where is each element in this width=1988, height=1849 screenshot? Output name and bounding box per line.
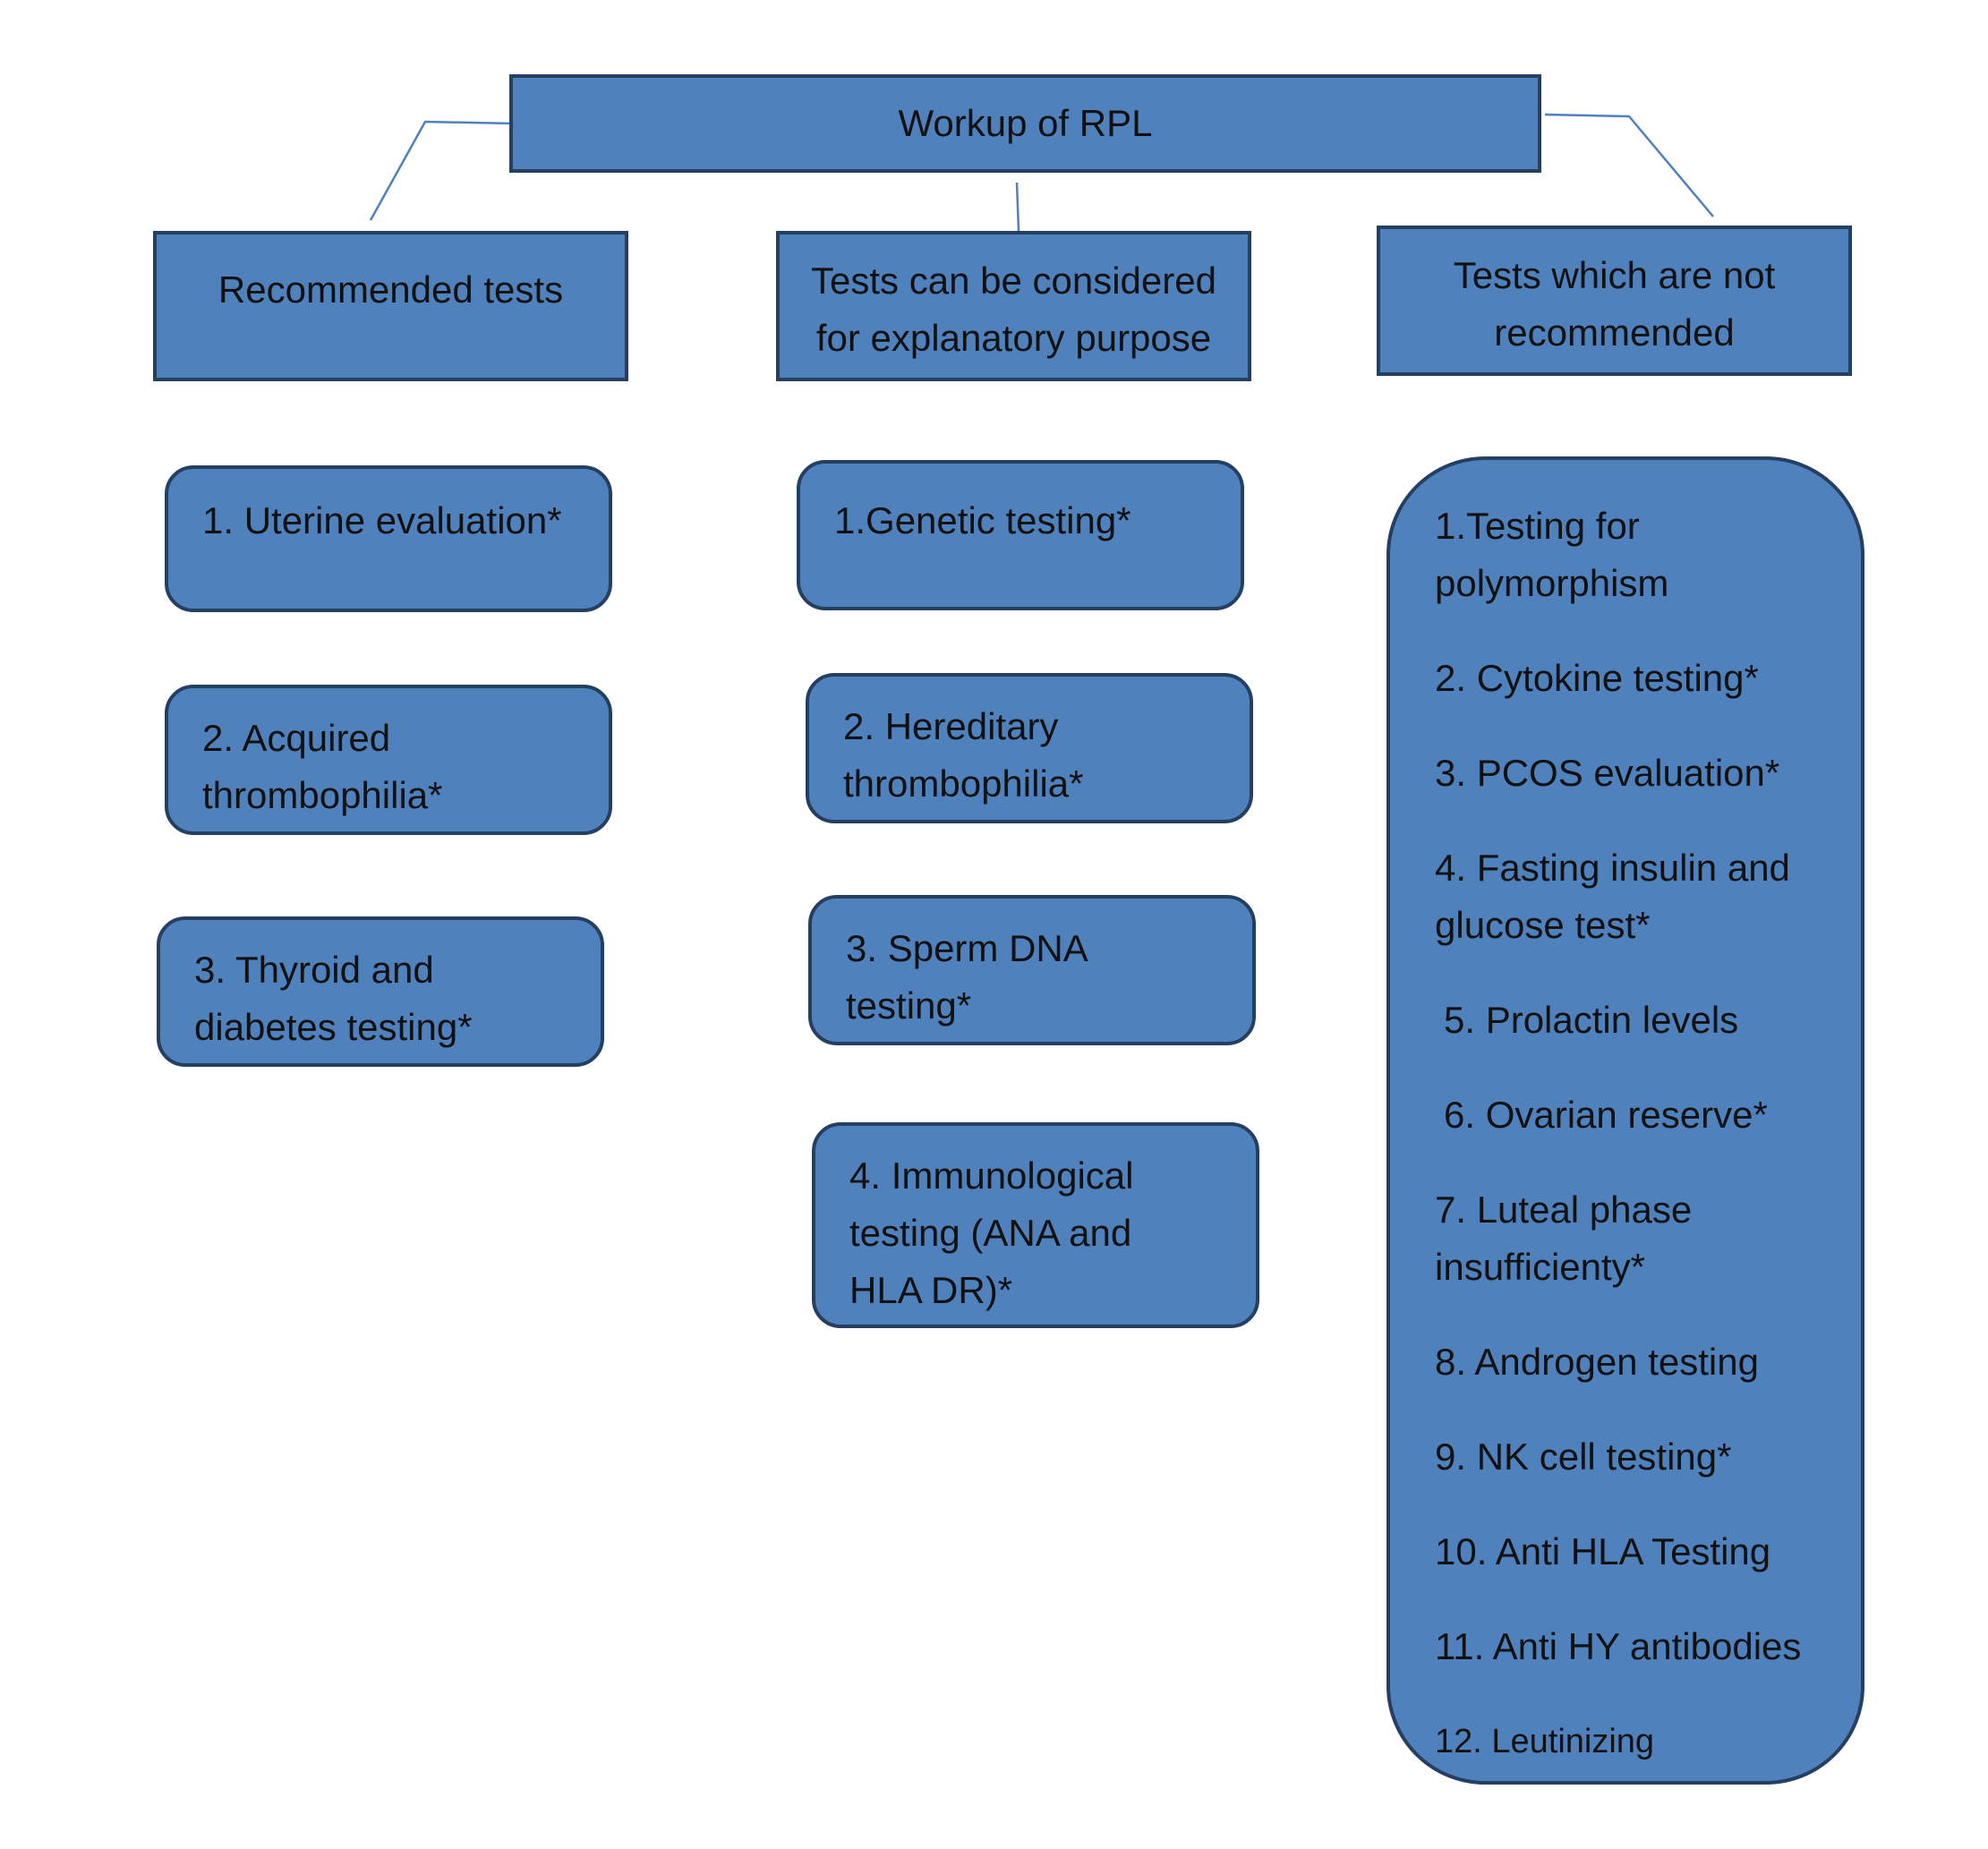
connector-center bbox=[1015, 182, 1020, 232]
category-label: recommended bbox=[1494, 311, 1735, 354]
list-item: 9. NK cell testing* bbox=[1435, 1428, 1732, 1486]
category-recommended: Recommended tests bbox=[153, 231, 628, 381]
item-text: 4. Fasting insulin and bbox=[1435, 847, 1790, 889]
item-text: 1. Uterine evaluation* bbox=[202, 499, 562, 541]
list-item: 10. Anti HLA Testing bbox=[1435, 1523, 1770, 1581]
recommended-item-2: 2. Acquired thrombophilia* bbox=[165, 685, 612, 835]
explanatory-item-2: 2. Hereditary thrombophilia* bbox=[806, 673, 1253, 823]
explanatory-item-1: 1.Genetic testing* bbox=[797, 460, 1244, 610]
list-item: 1.Testing for polymorphism bbox=[1435, 498, 1668, 612]
item-text: glucose test* bbox=[1435, 904, 1651, 946]
item-text: 6. Ovarian reserve* bbox=[1444, 1094, 1768, 1136]
item-text: 3. Thyroid and bbox=[194, 949, 434, 991]
category-label: for explanatory purpose bbox=[815, 317, 1212, 359]
category-explanatory: Tests can be considered for explanatory … bbox=[776, 231, 1251, 381]
item-text: testing* bbox=[846, 984, 972, 1027]
item-text: 5. Prolactin levels bbox=[1444, 999, 1739, 1041]
item-text: 2. Cytokine testing* bbox=[1435, 657, 1759, 699]
item-text: insufficienty* bbox=[1435, 1246, 1646, 1288]
list-item: 11. Anti HY antibodies bbox=[1435, 1618, 1801, 1675]
root-label: Workup of RPL bbox=[898, 102, 1153, 144]
category-label: Recommended tests bbox=[218, 268, 564, 311]
category-label: Tests which are not bbox=[1453, 254, 1776, 296]
recommended-item-1: 1. Uterine evaluation* bbox=[165, 465, 612, 612]
item-text: HLA DR)* bbox=[849, 1269, 1013, 1311]
list-item: 3. PCOS evaluation* bbox=[1435, 745, 1779, 802]
connector-left bbox=[369, 120, 514, 221]
explanatory-item-3: 3. Sperm DNA testing* bbox=[808, 895, 1256, 1045]
category-not-recommended: Tests which are not recommended bbox=[1377, 226, 1852, 376]
list-item: 2. Cytokine testing* bbox=[1435, 650, 1759, 707]
list-item: 7. Luteal phase insufficienty* bbox=[1435, 1181, 1692, 1296]
item-text: testing (ANA and bbox=[849, 1212, 1132, 1254]
not-recommended-list: 1.Testing for polymorphism 2. Cytokine t… bbox=[1386, 456, 1864, 1785]
item-text: 11. Anti HY antibodies bbox=[1435, 1625, 1802, 1667]
item-text: 2. Acquired bbox=[202, 717, 391, 759]
connector-right bbox=[1544, 113, 1714, 217]
item-text: 1.Genetic testing* bbox=[834, 499, 1131, 541]
list-item: 12. Leutinizing bbox=[1435, 1713, 1654, 1770]
item-text: 9. NK cell testing* bbox=[1435, 1436, 1732, 1478]
list-item: 8. Androgen testing bbox=[1435, 1333, 1759, 1391]
category-label: Tests can be considered bbox=[811, 260, 1216, 302]
item-text: 8. Androgen testing bbox=[1435, 1341, 1759, 1383]
item-text: 3. PCOS evaluation* bbox=[1435, 752, 1780, 794]
item-text: thrombophilia* bbox=[843, 763, 1084, 805]
recommended-item-3: 3. Thyroid and diabetes testing* bbox=[157, 916, 604, 1067]
explanatory-item-4: 4. Immunological testing (ANA and HLA DR… bbox=[812, 1122, 1259, 1328]
item-text: 12. Leutinizing bbox=[1435, 1723, 1655, 1760]
item-text: polymorphism bbox=[1435, 562, 1669, 604]
list-item: 5. Prolactin levels bbox=[1444, 992, 1738, 1049]
list-item: 6. Ovarian reserve* bbox=[1444, 1086, 1768, 1144]
list-item: 4. Fasting insulin and glucose test* bbox=[1435, 839, 1790, 954]
item-text: 4. Immunological bbox=[849, 1155, 1134, 1197]
item-text: 10. Anti HLA Testing bbox=[1435, 1530, 1771, 1572]
item-text: 1.Testing for bbox=[1435, 505, 1640, 547]
item-text: 7. Luteal phase bbox=[1435, 1189, 1693, 1231]
item-text: 3. Sperm DNA bbox=[846, 927, 1088, 969]
root-node: Workup of RPL bbox=[509, 74, 1541, 173]
item-text: thrombophilia* bbox=[202, 774, 443, 816]
item-text: 2. Hereditary bbox=[843, 705, 1059, 747]
item-text: diabetes testing* bbox=[194, 1006, 473, 1048]
